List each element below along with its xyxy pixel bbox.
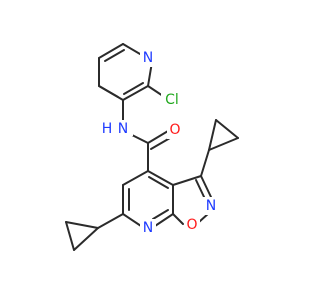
molecule-structure: N Cl N H O N O N [65,43,239,251]
atom-label-n: N [143,50,153,66]
atom-nh: N H [100,120,133,137]
bond [150,137,171,150]
label-background [100,120,114,136]
atom-label-n: N [206,198,216,214]
bond [215,119,239,139]
bond [65,221,75,251]
bond [122,170,149,186]
bond [97,213,124,229]
atom-label-h: H [102,121,113,137]
bond [200,175,212,198]
atom-n-pyridine: N [140,49,156,67]
label-background [140,219,156,237]
label-background [167,121,183,139]
bond [200,149,210,177]
bond [122,43,141,55]
bond [154,213,174,227]
bond [208,119,217,151]
label-background [203,197,219,215]
atom-label-n: N [143,220,153,236]
bond [172,175,202,186]
bond [73,227,99,251]
atom-layer: N Cl N H O N O N [100,49,219,237]
bond [195,179,206,200]
atom-label-n: N [118,121,128,137]
atom-label-o: O [186,217,197,233]
bond [122,213,142,227]
bond [152,209,169,220]
bond [208,137,239,151]
bond [104,49,125,62]
bond [147,130,169,144]
label-background [115,120,133,136]
bond [123,82,144,95]
atom-label-o: O [169,122,180,138]
label-background [161,91,183,109]
bond [65,221,99,229]
bond [122,85,149,101]
atom-o-carbonyl: O [167,121,183,139]
atom-n-isoxazole: N [203,197,219,215]
atom-n-core-pyridine: N [140,219,156,237]
bond [148,176,169,189]
bond [147,85,164,97]
bond [172,213,184,225]
bond [147,170,174,186]
atom-label-cl: Cl [165,92,179,108]
bond [98,43,124,59]
atom-cl: Cl [161,91,183,109]
label-background [184,216,200,234]
bond [98,85,119,98]
atom-o-isoxazole: O [184,216,200,234]
label-background [140,49,156,67]
